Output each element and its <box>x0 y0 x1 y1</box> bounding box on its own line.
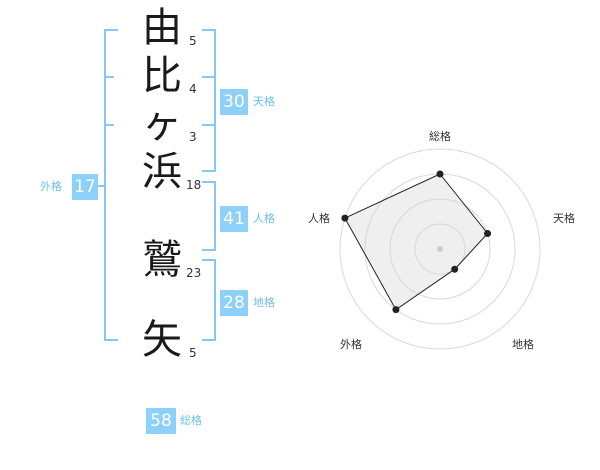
radar-grid-ring-2 <box>389 198 491 300</box>
tenkaku-label: 天格 <box>253 95 275 108</box>
radar-axis-label-3: 地格 <box>512 337 534 351</box>
jinkaku-label: 人格 <box>253 212 275 225</box>
stroke-count-4: 18 <box>186 178 202 192</box>
radar-axis-label-4: 外格 <box>340 337 362 351</box>
radar-grid-ring-1 <box>414 223 466 275</box>
radar-point-1 <box>436 170 444 178</box>
radar-point-2 <box>484 230 492 238</box>
radar-point-3 <box>451 265 459 273</box>
name-char-2: 比 <box>142 53 182 99</box>
radar-axis-label-5: 人格 <box>308 211 330 225</box>
gaikaku-badge: 17 <box>72 174 98 200</box>
name-char-5: 鷲 <box>142 237 182 283</box>
tenkaku-badge: 30 <box>220 89 248 115</box>
radar-grid-ring-4 <box>339 148 541 350</box>
left-tick-1 <box>104 76 114 78</box>
soukaku-label: 総格 <box>180 414 202 427</box>
left-tick-2 <box>104 124 114 126</box>
radar-center-dot <box>437 246 443 252</box>
name-char-6: 矢 <box>142 317 182 363</box>
name-char-1: 由 <box>142 5 182 51</box>
stroke-count-3: 3 <box>189 130 197 144</box>
stroke-count-1: 5 <box>189 34 197 48</box>
stroke-count-5: 23 <box>186 266 202 280</box>
radar-value-polygon <box>344 173 489 311</box>
radar-axis-label-2: 天格 <box>553 211 575 225</box>
radar-point-5 <box>341 214 349 222</box>
name-char-3: ヶ <box>142 101 182 147</box>
gaikaku-label: 外格 <box>40 180 62 193</box>
chikaku-label: 地格 <box>253 296 275 309</box>
radar-point-4 <box>392 306 400 314</box>
soukaku-badge: 58 <box>146 408 176 434</box>
jinkaku-badge: 41 <box>220 206 248 232</box>
stroke-count-6: 5 <box>189 346 197 360</box>
radar-axis-label-1: 総格 <box>429 129 451 143</box>
chikaku-badge: 28 <box>220 290 248 316</box>
name-char-4: 浜 <box>142 149 182 195</box>
stroke-count-2: 4 <box>189 82 197 96</box>
